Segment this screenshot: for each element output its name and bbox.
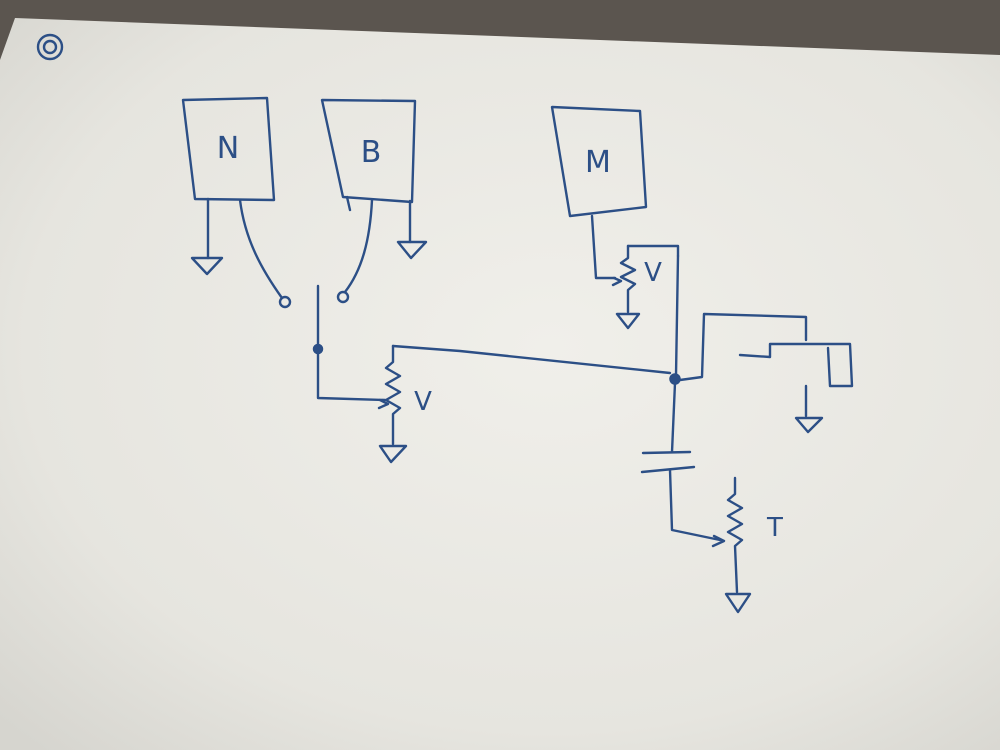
block-b: B	[320, 98, 417, 204]
block-m-lead	[590, 214, 617, 280]
block-n: N	[181, 96, 276, 202]
paper-sheet	[0, 18, 1000, 750]
potentiometer-1: V	[377, 344, 432, 464]
block-m-label: M	[585, 145, 611, 180]
potentiometer-1-label: V	[414, 387, 432, 417]
switch-terminal-b	[336, 290, 350, 304]
wire-pot2-to-junction	[674, 254, 680, 377]
selector-switch	[312, 284, 387, 402]
block-b-label: B	[361, 135, 382, 170]
switch-terminal-n	[278, 295, 292, 309]
block-b-ground-lead	[396, 199, 428, 260]
potentiometer-3: T	[711, 476, 783, 614]
potentiometer-3-label: T	[766, 513, 783, 543]
block-m: M	[550, 105, 648, 218]
potentiometer-2-label: V	[644, 258, 662, 288]
corner-mark-icon	[36, 33, 64, 61]
block-n-ground-lead	[190, 197, 224, 276]
potentiometer-2: V	[611, 244, 680, 330]
block-n-label: N	[217, 131, 239, 166]
wire-to-junction	[391, 344, 672, 375]
block-b-signal-lead	[343, 198, 374, 294]
block-n-signal-lead	[238, 198, 284, 300]
output-jack	[678, 312, 854, 434]
block-b-tick	[345, 195, 352, 212]
capacitor	[640, 381, 722, 542]
